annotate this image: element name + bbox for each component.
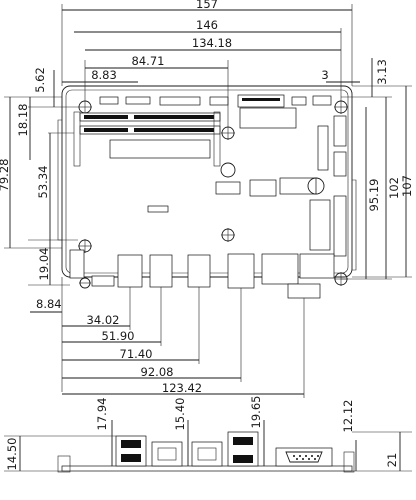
dim-8-83: 8.83 xyxy=(91,68,117,82)
dim-21: 21 xyxy=(385,453,399,468)
top-headers xyxy=(99,94,332,108)
ethernet-port-1 xyxy=(151,441,183,467)
mounting-hole-bottom-left xyxy=(78,239,92,253)
memory-slot xyxy=(73,111,221,167)
bottom-dimensions: 34.02 51.90 71.40 92.08 123.42 xyxy=(61,277,305,398)
dim-134-18: 134.18 xyxy=(192,36,232,50)
dim-5-62: 5.62 xyxy=(33,67,47,93)
dim-34-02: 34.02 xyxy=(87,313,120,327)
dim-146: 146 xyxy=(196,18,218,32)
center-components xyxy=(109,139,241,213)
dim-3: 3 xyxy=(321,68,328,82)
dim-14-50: 14.50 xyxy=(5,438,19,471)
usb-port-stack xyxy=(115,435,147,467)
serial-port xyxy=(275,447,333,467)
dim-19-04: 19.04 xyxy=(37,248,51,281)
mounting-hole-lower-left xyxy=(79,277,91,289)
front-dimensions: 14.50 17.94 15.40 19.65 12.12 21 xyxy=(4,396,412,472)
dim-71-40: 71.40 xyxy=(120,347,153,361)
dim-84-71: 84.71 xyxy=(132,54,165,68)
dim-17-94: 17.94 xyxy=(95,398,109,431)
ethernet-port-2 xyxy=(191,441,223,467)
dim-79-28: 79.28 xyxy=(0,159,11,192)
hdmi-port-stack xyxy=(227,431,259,467)
dim-123-42: 123.42 xyxy=(162,381,202,395)
dim-102: 102 xyxy=(387,177,401,199)
mounting-hole-top-mid xyxy=(221,126,235,140)
dim-51-90: 51.90 xyxy=(102,329,135,343)
io-connectors xyxy=(69,249,335,299)
mounting-hole-center xyxy=(221,228,235,242)
dim-18-18: 18.18 xyxy=(16,104,30,137)
dim-8-84: 8.84 xyxy=(36,297,62,311)
board-front-view xyxy=(57,431,355,473)
dim-92-08: 92.08 xyxy=(141,365,174,379)
dim-107: 107 xyxy=(400,175,414,197)
dim-19-65: 19.65 xyxy=(249,396,263,429)
dim-53-34: 53.34 xyxy=(36,166,50,199)
dim-15-40: 15.40 xyxy=(173,398,187,431)
dim-12-12: 12.12 xyxy=(341,400,355,433)
dim-3-13: 3.13 xyxy=(375,59,389,85)
top-dimensions: 157 146 134.18 84.71 8.83 3 5.62 18.18 7… xyxy=(0,0,414,313)
dim-95-19: 95.19 xyxy=(367,179,381,212)
mounting-hole-top-right xyxy=(334,100,348,114)
dim-157: 157 xyxy=(196,0,218,11)
right-side-components xyxy=(239,107,347,257)
board-top-view xyxy=(57,85,357,299)
